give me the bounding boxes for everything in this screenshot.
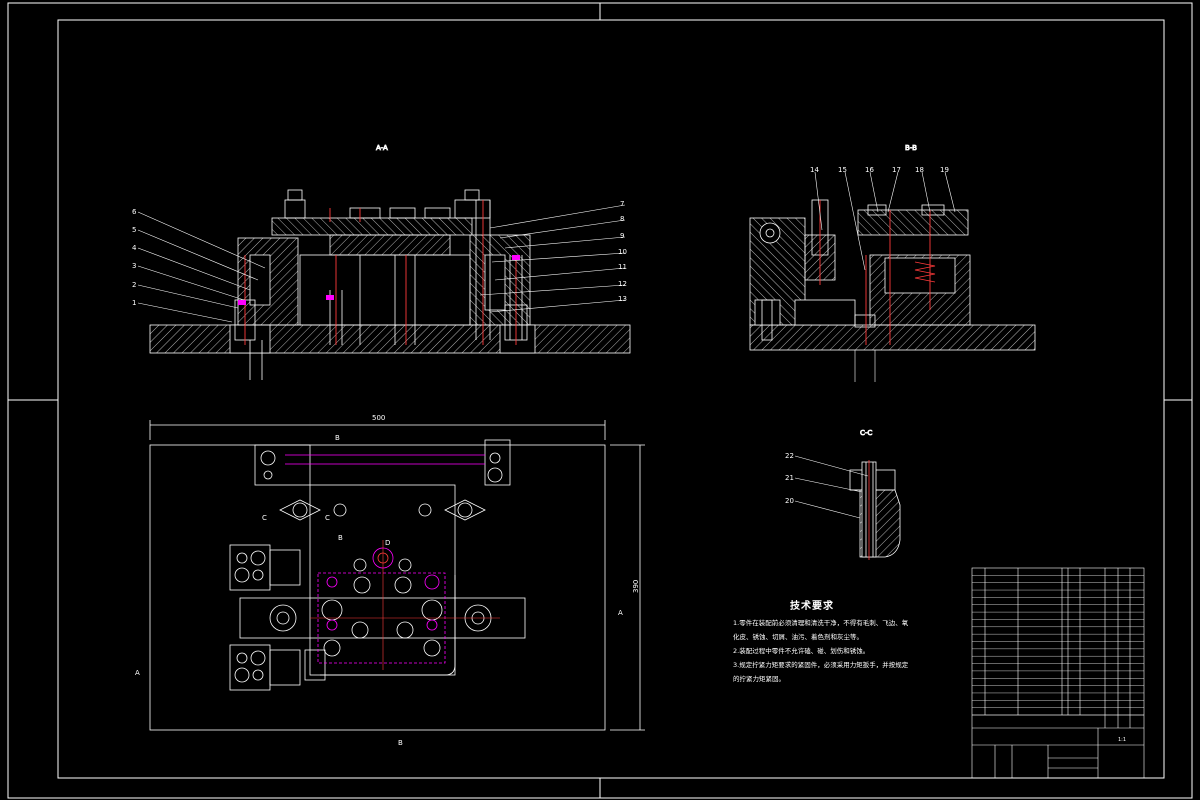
plan-view: 500 390: [135, 414, 645, 747]
plan-height-dim: 390: [632, 580, 640, 593]
title-block-scale: 1:1: [1118, 737, 1126, 743]
callout-17: 17: [892, 166, 901, 174]
section-view-bb: B-B 1: [749, 144, 1036, 382]
callout-22: 22: [785, 452, 794, 460]
section-mark-d: D: [385, 539, 390, 547]
callout-14: 14: [810, 166, 819, 174]
title-block: [971, 567, 1145, 779]
plan-width-dim: 500: [372, 414, 385, 422]
callout-20: 20: [785, 497, 794, 505]
callout-9: 9: [620, 232, 624, 240]
callout-3: 3: [132, 262, 136, 270]
section-mark-c-left: C: [262, 514, 267, 522]
section-mark-b-top: B: [335, 434, 340, 442]
bom-table-rows: [972, 575, 1144, 716]
callout-13: 13: [618, 295, 627, 303]
callout-4: 4: [132, 244, 137, 252]
section-mark-b-mid: B: [338, 534, 343, 542]
callout-7: 7: [620, 200, 624, 208]
section-view-cc: C-C 22 21 20: [785, 429, 901, 560]
callout-21: 21: [785, 474, 794, 482]
callout-18: 18: [915, 166, 924, 174]
section-view-aa: A-A: [132, 144, 631, 380]
callout-5: 5: [132, 226, 136, 234]
section-mark-c-right: C: [325, 514, 330, 522]
section-mark-b-bottom: B: [398, 739, 403, 747]
callout-2: 2: [132, 281, 136, 289]
section-mark-a-right: A: [618, 609, 623, 617]
callout-16: 16: [865, 166, 874, 174]
view-label-cc: C-C: [860, 429, 872, 437]
callout-8: 8: [620, 215, 624, 223]
view-label-aa: A-A: [376, 144, 388, 152]
drawing-border: [7, 2, 1193, 799]
section-mark-a-left: A: [135, 669, 140, 677]
callout-1: 1: [132, 299, 136, 307]
view-label-bb: B-B: [905, 144, 917, 152]
callout-10: 10: [618, 248, 627, 256]
callout-15: 15: [838, 166, 847, 174]
callout-11: 11: [618, 263, 627, 271]
callout-12: 12: [618, 280, 627, 288]
callout-19: 19: [940, 166, 949, 174]
callout-6: 6: [132, 208, 137, 216]
